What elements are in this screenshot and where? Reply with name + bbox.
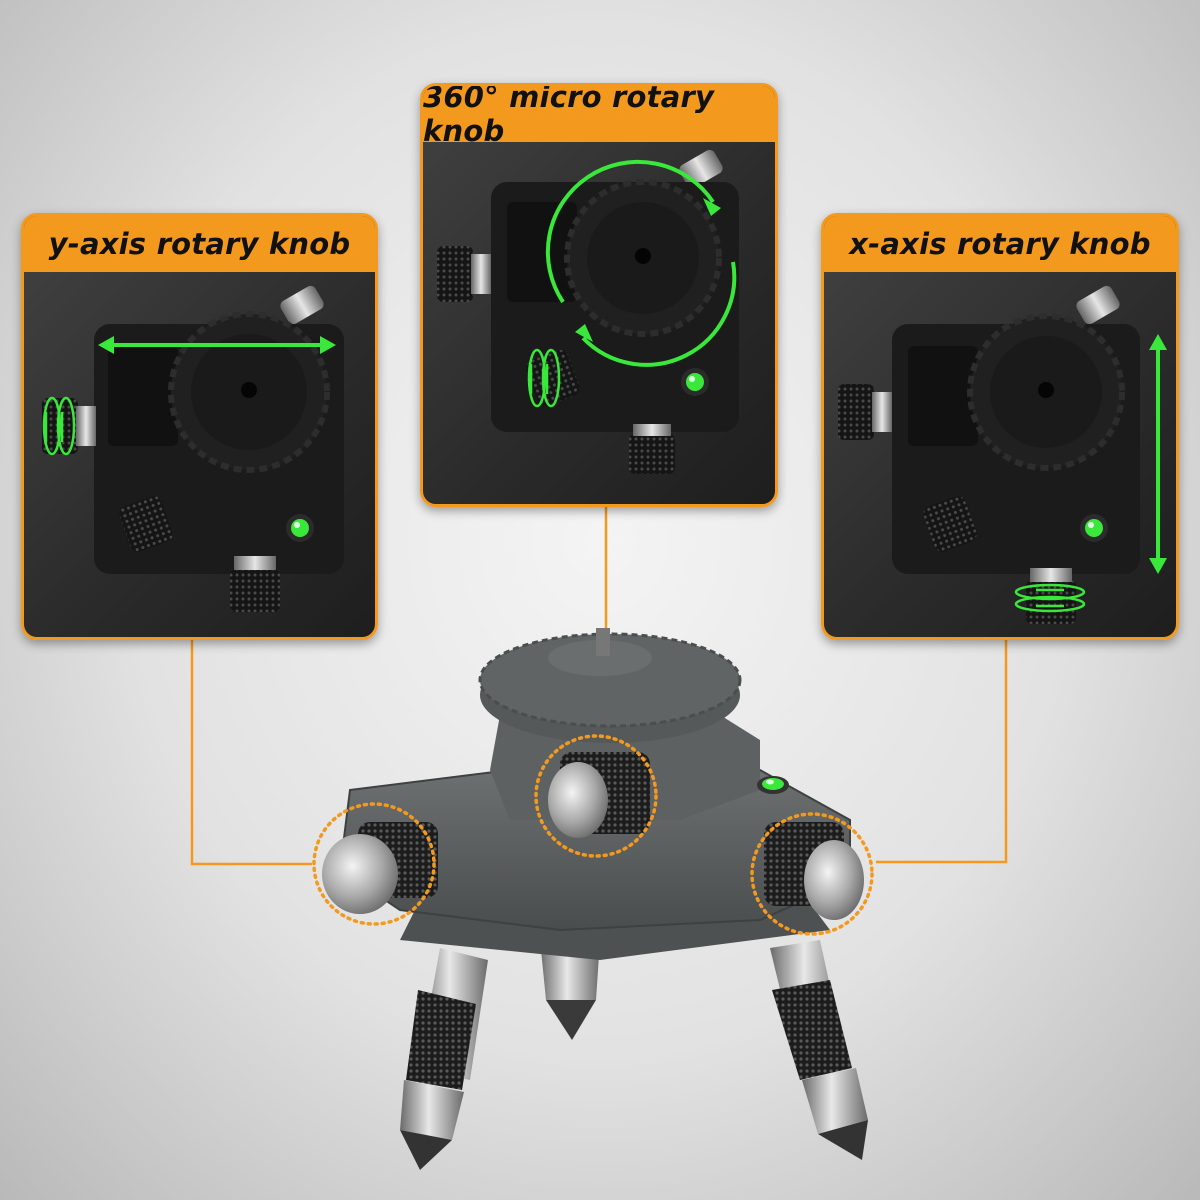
tripod-leg-right xyxy=(770,940,868,1160)
x-axis-connector-line xyxy=(876,640,1008,864)
x-axis-base-knob xyxy=(750,812,874,936)
bubble-level-icon xyxy=(681,368,709,396)
vertical-arrow-icon xyxy=(1149,334,1167,574)
y-axis-device-image xyxy=(24,272,375,637)
x-axis-device-image xyxy=(824,272,1176,637)
micro-360-device-image xyxy=(423,142,775,504)
knob-rotation-icon xyxy=(1014,583,1086,613)
y-axis-panel-title: y-axis rotary knob xyxy=(24,216,375,272)
y-axis-base-knob xyxy=(312,802,438,926)
tripod-base-image xyxy=(312,628,874,1170)
y-axis-connector-line xyxy=(190,640,312,866)
knob-rotation-icon xyxy=(42,396,76,456)
micro-360-base-knob xyxy=(534,734,658,858)
micro-360-panel-title: 360° micro rotary knob xyxy=(423,86,775,148)
bubble-level-icon xyxy=(286,514,314,542)
micro-360-knob-panel: 360° micro rotary knob xyxy=(420,83,778,507)
x-axis-panel-title: x-axis rotary knob xyxy=(824,216,1176,272)
bubble-level-icon xyxy=(757,776,789,794)
micro-360-highlight-ring xyxy=(534,734,658,858)
y-axis-knob-panel: y-axis rotary knob xyxy=(21,213,378,640)
tripod-leg-left xyxy=(400,948,488,1170)
knob-rotation-icon xyxy=(527,348,561,408)
x-axis-highlight-ring xyxy=(750,812,874,936)
x-axis-knob-panel: x-axis rotary knob xyxy=(821,213,1179,640)
horizontal-arrow-icon xyxy=(98,336,336,354)
y-axis-highlight-ring xyxy=(312,802,436,926)
circular-arrow-icon xyxy=(545,159,737,367)
bubble-level-icon xyxy=(1080,514,1108,542)
